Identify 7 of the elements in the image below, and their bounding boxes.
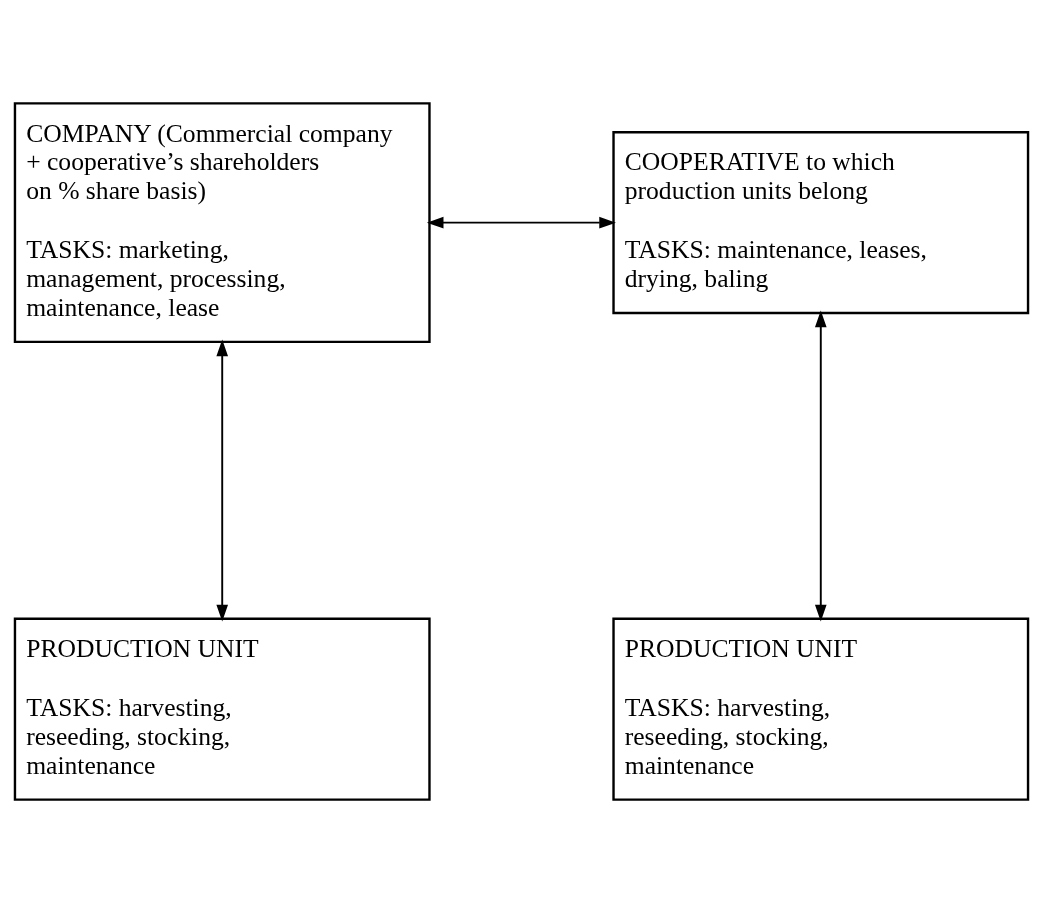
node-box: COOPERATIVE to which production units belong TASKS: maintenance, leases, drying, baling (612, 130, 1030, 314)
node-box: PRODUCTION UNIT TASKS: harvesting, reseeding, stocking, maintenance (13, 617, 431, 801)
arrow (216, 339, 229, 621)
arrow (814, 310, 827, 621)
arrow (426, 216, 616, 228)
node-box: COMPANY (Commercial company + cooperative’s shareholders on % share basis) TASKS: marketing, management, processing, maintenance, lease (13, 101, 431, 343)
node-box: PRODUCTION UNIT TASKS: harvesting, reseeding, stocking, maintenance (612, 617, 1030, 801)
